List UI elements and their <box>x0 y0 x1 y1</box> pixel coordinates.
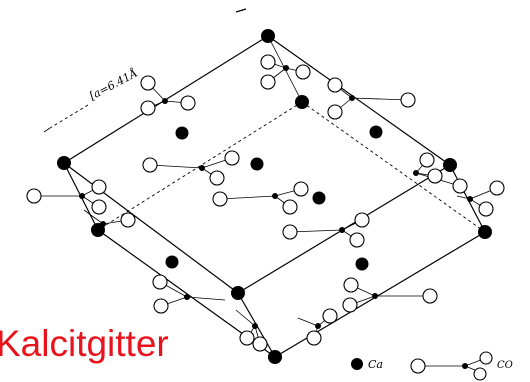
ca-atom <box>355 257 369 271</box>
ca-atom <box>231 286 245 300</box>
top-tick-mark <box>235 8 247 13</box>
ca-atom <box>443 158 457 172</box>
dimension-annotation: [a=6.41Å <box>43 66 140 133</box>
ca-atom <box>175 126 189 140</box>
legend-ca-label: Ca <box>368 358 383 371</box>
ca-atom <box>261 29 275 43</box>
ca-atom <box>268 350 282 364</box>
ca-atom <box>369 125 383 139</box>
ca-atom <box>312 191 326 205</box>
legend-ca-marker <box>351 358 363 370</box>
ca-atom <box>165 255 179 269</box>
page-title: Kalcitgitter <box>0 323 169 364</box>
legend-oxygen-marker <box>410 358 426 374</box>
ca-atom <box>57 156 71 170</box>
ca-atom <box>295 95 309 109</box>
legend-co3-label: CO <box>497 360 513 371</box>
lattice-constant-label: [a=6.41Å <box>87 66 140 103</box>
legend: Ca CO <box>351 351 513 381</box>
legend-carbon-marker <box>462 363 468 369</box>
ca-atom <box>250 157 264 171</box>
carbonate-groups <box>26 54 505 352</box>
ca-atom <box>478 225 492 239</box>
